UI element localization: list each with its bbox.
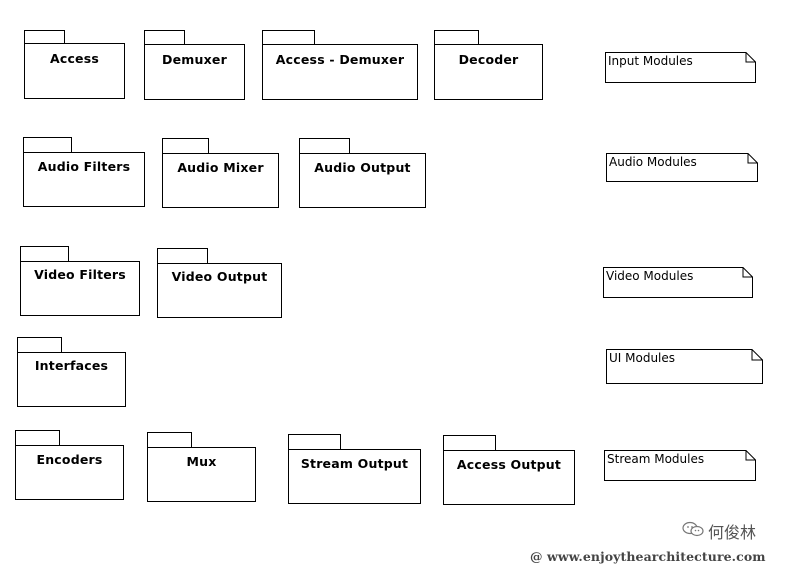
package-audio-filters-label: Audio Filters xyxy=(37,159,131,174)
package-audio-mixer: Audio Mixer xyxy=(162,138,279,208)
watermark-url: @ www.enjoythearchitecture.com xyxy=(530,549,766,564)
note-video-label: Video Modules xyxy=(606,269,694,283)
package-access-demuxer: Access - Demuxer xyxy=(262,30,418,100)
package-video-filters: Video Filters xyxy=(20,246,140,316)
package-audio-filters: Audio Filters xyxy=(23,137,145,207)
package-encoders: Encoders xyxy=(15,430,124,500)
package-interfaces: Interfaces xyxy=(17,337,126,407)
note-video-modules: Video Modules xyxy=(603,267,753,298)
package-decoder-label: Decoder xyxy=(458,52,519,67)
watermark-logo-icon xyxy=(682,521,704,537)
package-stream-output-label: Stream Output xyxy=(300,456,409,471)
package-video-output-label: Video Output xyxy=(171,269,268,284)
package-mux-label: Mux xyxy=(186,454,217,469)
note-ui-label: UI Modules xyxy=(609,351,676,365)
package-audio-output-label: Audio Output xyxy=(314,160,411,175)
package-stream-output: Stream Output xyxy=(288,434,421,504)
watermark-author: 何俊林 xyxy=(708,523,757,542)
note-stream-shape xyxy=(604,450,756,481)
package-video-output: Video Output xyxy=(157,248,282,318)
package-access-output: Access Output xyxy=(443,435,575,505)
note-input-modules: Input Modules xyxy=(605,52,756,83)
package-demuxer-label: Demuxer xyxy=(162,52,227,67)
package-access: Access xyxy=(24,30,125,99)
package-demuxer: Demuxer xyxy=(144,30,245,100)
note-input-label: Input Modules xyxy=(608,54,693,68)
note-ui-shape xyxy=(606,349,763,384)
package-mux: Mux xyxy=(147,432,256,502)
note-stream-label: Stream Modules xyxy=(607,452,705,466)
package-interfaces-label: Interfaces xyxy=(34,358,109,373)
note-video-shape xyxy=(603,267,753,298)
package-access-label: Access xyxy=(49,51,100,66)
package-video-filters-label: Video Filters xyxy=(34,267,126,282)
package-audio-output: Audio Output xyxy=(299,138,426,208)
note-stream-modules: Stream Modules xyxy=(604,450,756,481)
package-encoders-label: Encoders xyxy=(36,452,103,467)
package-decoder: Decoder xyxy=(434,30,543,100)
note-audio-modules: Audio Modules xyxy=(606,153,758,182)
note-audio-shape xyxy=(606,153,758,182)
note-ui-modules: UI Modules xyxy=(606,349,763,384)
package-access-output-label: Access Output xyxy=(456,457,562,472)
note-input-shape xyxy=(605,52,756,83)
package-access-demuxer-label: Access - Demuxer xyxy=(275,52,405,67)
note-audio-label: Audio Modules xyxy=(609,155,697,169)
package-audio-mixer-label: Audio Mixer xyxy=(177,160,264,175)
